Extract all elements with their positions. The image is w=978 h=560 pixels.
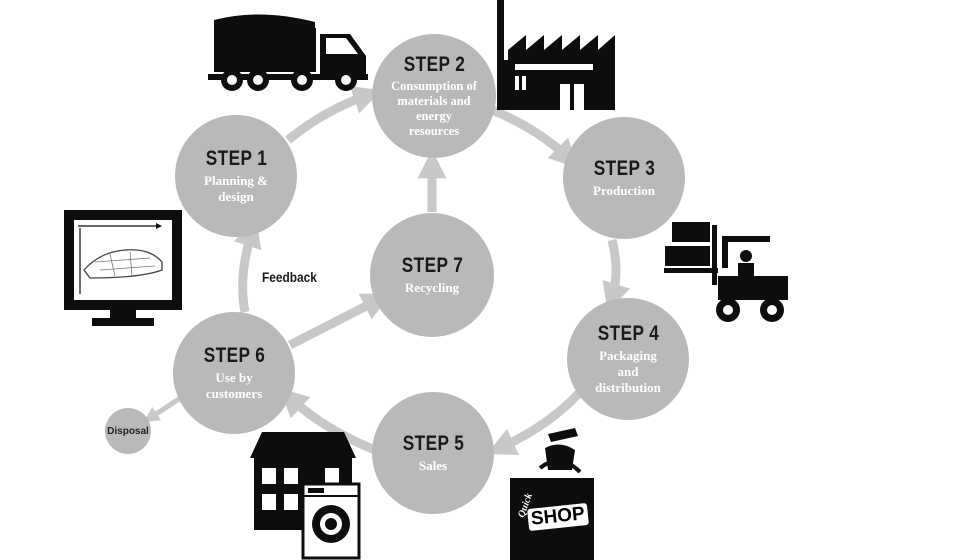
step-7-title: STEP 7 <box>401 253 463 277</box>
truck-icon <box>208 14 368 91</box>
factory-icon <box>497 0 615 110</box>
arrow-step1-to-step2 <box>285 86 382 144</box>
step-3-circle: STEP 3 Production <box>563 117 685 239</box>
disposal-circle: Disposal <box>105 408 151 454</box>
arrow-step5-to-step6 <box>279 388 377 455</box>
arrow-step6-to-step7 <box>287 293 391 350</box>
step-1-title: STEP 1 <box>205 146 267 170</box>
step-7-circle: STEP 7 Recycling <box>370 213 494 337</box>
step-5-title: STEP 5 <box>402 431 464 455</box>
step-2-circle: STEP 2 Consumption of materials and ener… <box>372 34 496 158</box>
arrow-step4-to-step5 <box>486 388 584 456</box>
disposal-label: Disposal <box>107 425 149 437</box>
step-4-description: Packaging and distribution <box>595 347 661 395</box>
step-6-title: STEP 6 <box>203 343 265 367</box>
washing-machine-icon <box>301 482 361 560</box>
step-7-description: Recycling <box>404 279 460 295</box>
step-6-circle: STEP 6 Use by customers <box>173 312 295 434</box>
step-1-circle: STEP 1 Planning & design <box>175 115 297 237</box>
step-3-title: STEP 3 <box>593 156 655 180</box>
step-4-title: STEP 4 <box>597 321 659 345</box>
step-3-description: Production <box>593 182 655 198</box>
step-4-circle: STEP 4 Packaging and distribution <box>567 298 689 420</box>
step-2-title: STEP 2 <box>403 52 465 76</box>
step-2-description: Consumption of materials and energy reso… <box>391 78 477 138</box>
forklift-icon <box>664 222 788 322</box>
step-5-description: Sales <box>418 457 448 473</box>
step-5-circle: STEP 5 Sales <box>372 392 494 514</box>
step-1-description: Planning & design <box>204 172 268 204</box>
arrow-step3-to-step4 <box>602 238 630 312</box>
arrow-step6-to-step1 <box>233 218 262 313</box>
arrow-step2-to-step3 <box>490 105 579 169</box>
feedback-label: Feedback <box>262 269 317 285</box>
cycle-arrows <box>143 86 630 456</box>
step-6-description: Use by customers <box>205 369 263 401</box>
computer-monitor-icon <box>64 210 182 326</box>
